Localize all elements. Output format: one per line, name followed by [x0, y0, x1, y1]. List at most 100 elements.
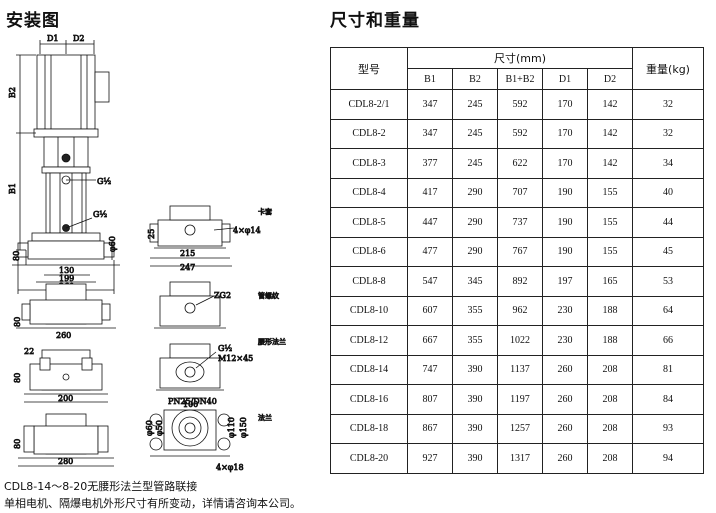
value-cell: 208: [587, 384, 633, 415]
weight-cell: 94: [632, 443, 704, 474]
column-header: D2: [587, 68, 633, 90]
value-cell: 290: [452, 236, 498, 267]
value-cell: 208: [587, 413, 633, 444]
value-cell: 767: [497, 236, 543, 267]
value-cell: 190: [542, 236, 588, 267]
value-cell: 245: [452, 148, 498, 179]
weight-cell: 32: [632, 89, 704, 120]
pump-elevation: [12, 40, 120, 294]
value-cell: 807: [407, 384, 453, 415]
dim-phi50: φ50: [155, 420, 164, 436]
dim-b1: B1: [8, 183, 17, 194]
dim-215: 215: [180, 249, 195, 258]
value-cell: 1022: [497, 325, 543, 356]
value-cell: 155: [587, 236, 633, 267]
value-cell: 347: [407, 118, 453, 149]
dim-m12: M12×45: [218, 354, 253, 363]
oval-flange-elevation: [24, 349, 108, 403]
value-cell: 447: [407, 207, 453, 238]
dim-d2: D2: [73, 34, 85, 43]
weight-cell: 66: [632, 325, 704, 356]
header-size: 尺寸(mm): [407, 47, 633, 69]
dim-4x14: 4×φ14: [233, 226, 261, 235]
value-cell: 592: [497, 89, 543, 120]
model-cell: CDL8-2/1: [330, 89, 408, 120]
value-cell: 667: [407, 325, 453, 356]
dim-80-d: 80: [13, 439, 22, 449]
value-cell: 245: [452, 89, 498, 120]
dim-25: 25: [147, 229, 156, 239]
model-cell: CDL8-14: [330, 354, 408, 385]
value-cell: 390: [452, 384, 498, 415]
column-header: B2: [452, 68, 498, 90]
value-cell: 188: [587, 295, 633, 326]
model-cell: CDL8-5: [330, 207, 408, 238]
thread-elevation: [16, 283, 116, 329]
dim-260-b: 260: [56, 331, 71, 340]
dim-130: 130: [59, 266, 74, 275]
label-pn: PN25/DN40: [168, 397, 217, 406]
value-cell: 260: [542, 413, 588, 444]
value-cell: 245: [452, 118, 498, 149]
weight-cell: 34: [632, 148, 704, 179]
column-header: D1: [542, 68, 588, 90]
weight-cell: 53: [632, 266, 704, 297]
label-flange: 法兰: [258, 413, 272, 422]
value-cell: 345: [452, 266, 498, 297]
value-cell: 707: [497, 177, 543, 208]
dim-phi60: φ60: [145, 420, 154, 436]
value-cell: 390: [452, 413, 498, 444]
header-weight: 重量(kg): [632, 47, 704, 90]
weight-cell: 84: [632, 384, 704, 415]
value-cell: 347: [407, 89, 453, 120]
thread-plan: [154, 281, 226, 329]
model-cell: CDL8-4: [330, 177, 408, 208]
label-oval-flange: 腰形法兰: [258, 337, 286, 346]
clamp-plan: [149, 205, 235, 267]
dim-b2: B2: [8, 87, 17, 98]
value-cell: 1197: [497, 384, 543, 415]
flange-plan: [149, 409, 231, 457]
value-cell: 142: [587, 89, 633, 120]
column-header: B1: [407, 68, 453, 90]
weight-cell: 93: [632, 413, 704, 444]
model-cell: CDL8-2: [330, 118, 408, 149]
g-half-upper: G½: [97, 177, 111, 186]
dim-phi110: φ110: [227, 417, 236, 438]
value-cell: 892: [497, 266, 543, 297]
label-thread: 管螺纹: [258, 291, 279, 300]
value-cell: 260: [542, 384, 588, 415]
label-clamp: 卡套: [258, 207, 272, 216]
weight-cell: 40: [632, 177, 704, 208]
model-cell: CDL8-8: [330, 266, 408, 297]
dim-247: 247: [180, 263, 195, 272]
value-cell: 197: [542, 266, 588, 297]
installation-title: 安装图: [6, 11, 60, 31]
value-cell: 390: [452, 354, 498, 385]
dim-100: 100: [183, 400, 198, 409]
value-cell: 188: [587, 325, 633, 356]
value-cell: 962: [497, 295, 543, 326]
model-cell: CDL8-3: [330, 148, 408, 179]
value-cell: 547: [407, 266, 453, 297]
dim-80-c: 80: [13, 373, 22, 383]
dim-280: 280: [58, 457, 73, 466]
value-cell: 1257: [497, 413, 543, 444]
model-cell: CDL8-16: [330, 384, 408, 415]
dim-4x18: 4×φ18: [216, 463, 244, 472]
value-cell: 155: [587, 207, 633, 238]
value-cell: 290: [452, 177, 498, 208]
dim-22: 22: [24, 347, 34, 356]
dim-phi150: φ150: [239, 417, 248, 438]
value-cell: 1137: [497, 354, 543, 385]
